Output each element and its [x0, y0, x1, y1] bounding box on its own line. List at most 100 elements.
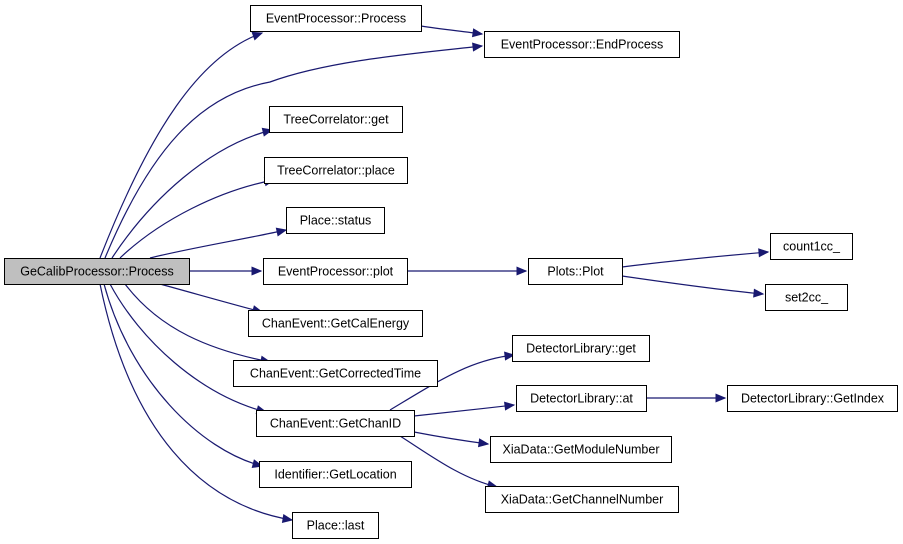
node-box [4, 258, 190, 285]
edge-root-to-tc_place [119, 177, 276, 259]
node-label: Place::status [300, 214, 372, 228]
node-box [485, 486, 679, 513]
edge-line [389, 354, 515, 411]
node-label: TreeCorrelator::place [277, 164, 395, 178]
edge-ep_plot-to-plots_plot [406, 266, 528, 276]
node-xd-module[interactable]: XiaData::GetModuleNumber [490, 436, 672, 463]
node-dl-at[interactable]: DetectorLibrary::at [516, 385, 647, 412]
node-label: XiaData::GetModuleNumber [502, 443, 659, 457]
node-dl-get[interactable]: DetectorLibrary::get [512, 335, 650, 362]
edge-line [104, 45, 483, 259]
node-label: DetectorLibrary::GetIndex [741, 392, 885, 406]
node-box [263, 258, 408, 285]
edge-line [103, 283, 263, 467]
node-box [292, 512, 379, 539]
arrowhead-icon [275, 227, 288, 237]
node-ce-correctedtime[interactable]: ChanEvent::GetCorrectedTime [233, 360, 438, 387]
node-box [770, 233, 853, 260]
edge-line [124, 283, 271, 363]
node-tc-get[interactable]: TreeCorrelator::get [269, 106, 403, 133]
edge-root-to-ce_chanid [109, 283, 268, 415]
arrowhead-icon [715, 393, 727, 403]
arrowhead-icon [758, 248, 770, 258]
node-label: DetectorLibrary::at [530, 392, 633, 406]
node-dl-getindex[interactable]: DetectorLibrary::GetIndex [727, 385, 898, 412]
arrowhead-icon [281, 513, 294, 523]
node-box [727, 385, 898, 412]
edge-root-to-ep_process [99, 31, 264, 259]
node-place-last[interactable]: Place::last [292, 512, 379, 539]
node-box [269, 106, 403, 133]
arrowhead-icon [504, 351, 516, 361]
node-ep-plot[interactable]: EventProcessor::plot [263, 258, 408, 285]
arrowhead-icon [472, 42, 484, 52]
node-label: set2cc_ [785, 291, 829, 305]
nodes-layer: GeCalibProcessor::Process EventProcessor:… [4, 5, 898, 539]
edge-line [413, 431, 489, 445]
edge-root-to-ep_endprocess [104, 42, 484, 259]
edge-ce_chanid-to-dl_at [413, 401, 516, 417]
edge-line [119, 179, 275, 259]
edge-line [109, 283, 267, 413]
edge-line [399, 435, 498, 488]
node-ce-calenergy[interactable]: ChanEvent::GetCalEnergy [248, 310, 423, 337]
node-box [516, 385, 647, 412]
node-label: Place::last [307, 519, 365, 533]
edge-line [111, 129, 273, 259]
edge-line [621, 275, 764, 295]
edge-line [413, 404, 515, 417]
node-box [286, 207, 385, 234]
node-label: ChanEvent::GetCorrectedTime [250, 367, 421, 381]
node-label: Identifier::GetLocation [274, 468, 396, 482]
edge-ce_chanid-to-xd_module [413, 431, 490, 448]
node-ep-process[interactable]: EventProcessor::Process [250, 5, 422, 32]
arrowhead-icon [753, 288, 765, 298]
node-xd-channel[interactable]: XiaData::GetChannelNumber [485, 486, 679, 513]
node-label: Plots::Plot [547, 265, 604, 279]
node-count1cc[interactable]: count1cc_ [770, 233, 853, 260]
arrowhead-icon [251, 266, 263, 276]
node-ce-chanid[interactable]: ChanEvent::GetChanID [256, 410, 415, 437]
edge-line [621, 251, 769, 268]
node-root[interactable]: GeCalibProcessor::Process [4, 258, 190, 285]
edge-root-to-place_status [149, 227, 288, 259]
edge-dl_at-to-dl_getindex [646, 393, 727, 403]
node-tc-place[interactable]: TreeCorrelator::place [264, 157, 408, 184]
node-label: ChanEvent::GetCalEnergy [262, 317, 410, 331]
node-label: EventProcessor::Process [266, 12, 406, 26]
node-id-location[interactable]: Identifier::GetLocation [259, 461, 412, 488]
node-place-status[interactable]: Place::status [286, 207, 385, 234]
node-label: count1cc_ [783, 240, 841, 254]
edge-line [149, 229, 287, 259]
node-label: XiaData::GetChannelNumber [501, 493, 664, 507]
edge-ep_process-to-ep_endprocess [420, 25, 484, 38]
node-label: ChanEvent::GetChanID [270, 417, 401, 431]
node-box [528, 258, 623, 285]
edge-line [99, 32, 263, 259]
node-label: EventProcessor::plot [278, 265, 394, 279]
node-box [490, 436, 672, 463]
node-ep-endprocess[interactable]: EventProcessor::EndProcess [484, 31, 680, 58]
edge-ce_chanid-to-dl_get [389, 351, 516, 411]
node-box [250, 5, 422, 32]
node-box [233, 360, 438, 387]
node-box [259, 461, 412, 488]
node-box [256, 410, 415, 437]
arrowhead-icon [477, 438, 490, 448]
edge-root-to-place_last [99, 283, 294, 523]
node-box [264, 157, 408, 184]
node-box [484, 31, 680, 58]
edge-plots_plot-to-count1cc [621, 248, 770, 268]
arrowhead-icon [471, 28, 484, 38]
arrowhead-icon [251, 31, 264, 41]
arrowhead-icon [504, 401, 516, 411]
node-box [512, 335, 650, 362]
node-plots-plot[interactable]: Plots::Plot [528, 258, 623, 285]
node-box [765, 284, 848, 311]
edge-root-to-ep_plot [188, 266, 263, 276]
edge-plots_plot-to-set2cc [621, 275, 765, 298]
edge-root-to-ce_calenergy [159, 283, 264, 315]
node-box [248, 310, 423, 337]
node-set2cc[interactable]: set2cc_ [765, 284, 848, 311]
